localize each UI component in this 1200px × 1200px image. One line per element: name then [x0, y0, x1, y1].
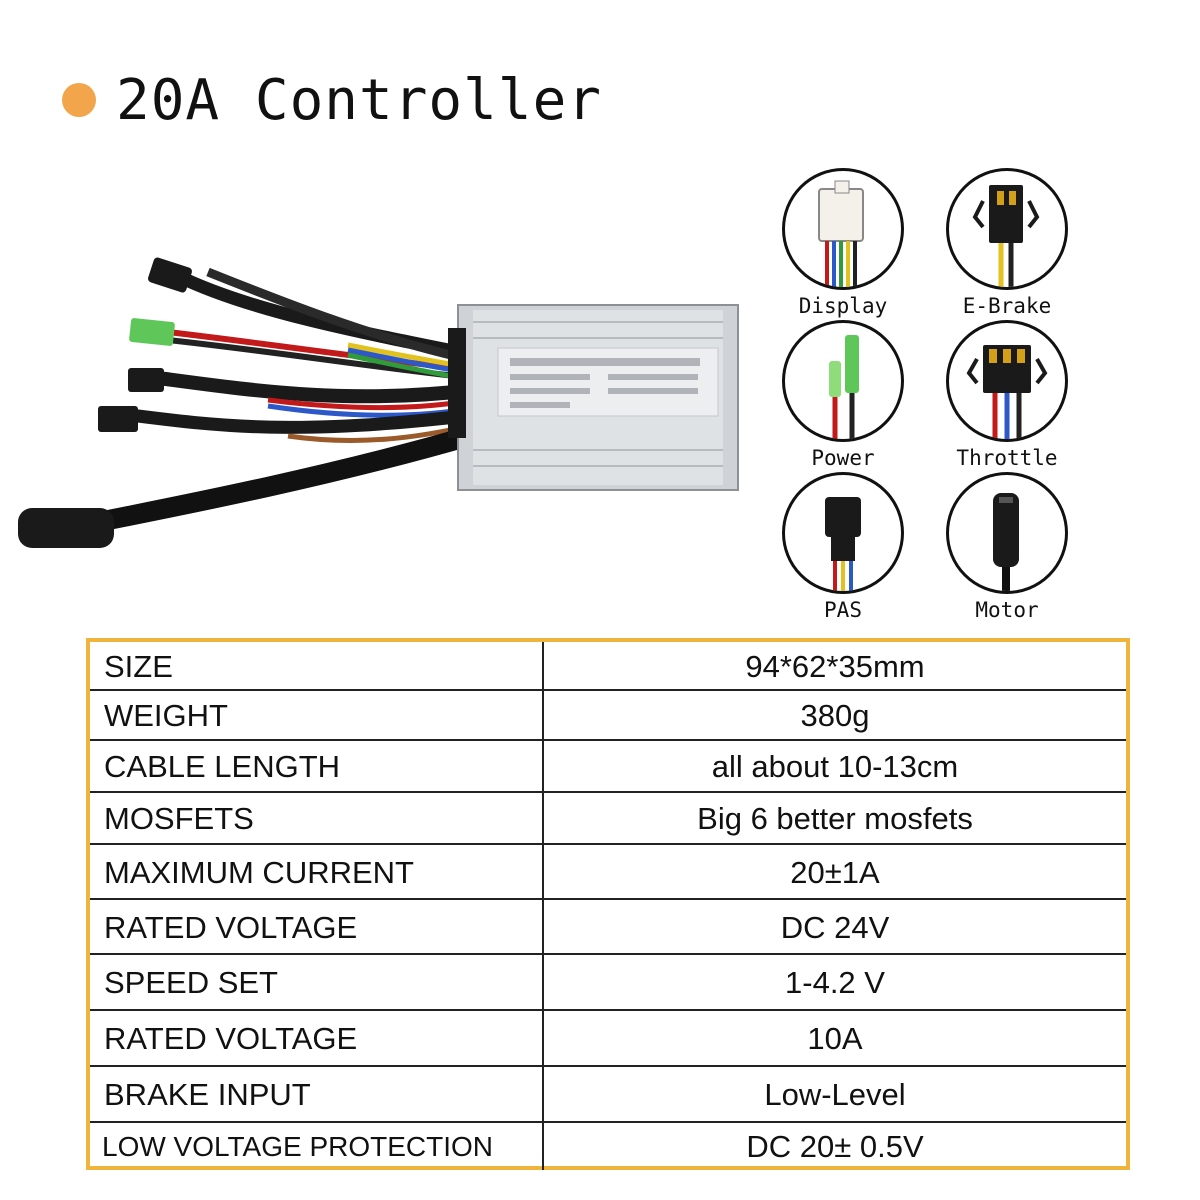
spec-value: all about 10-13cm — [711, 749, 959, 784]
table-row: BRAKE INPUT Low-Level — [90, 1067, 1126, 1123]
throttle-connector-icon — [946, 320, 1068, 442]
spec-table: SIZE 94*62*35mm WEIGHT 380g CABLE LENGTH… — [86, 638, 1130, 1170]
spec-label: RATED VOLTAGE — [90, 900, 544, 955]
spec-label: SIZE — [90, 642, 544, 691]
table-row: MOSFETS Big 6 better mosfets — [90, 793, 1126, 845]
connector-throttle: Throttle — [946, 320, 1068, 470]
connector-label: Power — [811, 446, 875, 470]
spec-label: BRAKE INPUT — [90, 1067, 544, 1123]
spec-value: Big 6 better mosfets — [697, 801, 973, 836]
connector-display: Display — [782, 168, 904, 318]
spec-label: WEIGHT — [90, 691, 544, 741]
power-connector-icon — [782, 320, 904, 442]
page-title: 20A Controller — [116, 67, 603, 133]
connector-label: PAS — [824, 598, 862, 622]
table-row: WEIGHT 380g — [90, 691, 1126, 741]
pas-connector-icon — [782, 472, 904, 594]
table-row: SIZE 94*62*35mm — [90, 642, 1126, 691]
spec-label: LOW VOLTAGE PROTECTION — [90, 1123, 544, 1170]
spec-value: 1-4.2 V — [785, 965, 885, 1000]
table-row: RATED VOLTAGE DC 24V — [90, 900, 1126, 955]
spec-value: 94*62*35mm — [745, 648, 925, 684]
connector-power: Power — [782, 320, 904, 470]
table-row: RATED VOLTAGE 10A — [90, 1011, 1126, 1067]
spec-label: SPEED SET — [90, 955, 544, 1011]
display-connector-icon — [782, 168, 904, 290]
controller-illustration — [18, 257, 739, 548]
connector-label: Throttle — [956, 446, 1058, 470]
spec-value: 380g — [800, 698, 870, 733]
title-row: 20A Controller — [62, 64, 602, 136]
spec-label: RATED VOLTAGE — [90, 1011, 544, 1067]
table-row: LOW VOLTAGE PROTECTION DC 20± 0.5V — [90, 1123, 1126, 1170]
connector-label: Motor — [975, 598, 1039, 622]
spec-value: DC 24V — [780, 909, 890, 945]
connector-pas: PAS — [782, 472, 904, 622]
controller-image — [18, 250, 768, 570]
table-row: SPEED SET 1-4.2 V — [90, 955, 1126, 1011]
spec-value: 20±1A — [790, 854, 880, 890]
connector-ebrake: E-Brake — [946, 168, 1068, 318]
table-row: MAXIMUM CURRENT 20±1A — [90, 845, 1126, 900]
spec-value: 10A — [807, 1021, 863, 1056]
spec-label: MOSFETS — [90, 793, 544, 845]
bullet-dot-icon — [62, 83, 96, 117]
motor-connector-icon — [946, 472, 1068, 594]
spec-value: DC 20± 0.5V — [746, 1128, 924, 1164]
connector-label: E-Brake — [962, 294, 1052, 318]
spec-label: MAXIMUM CURRENT — [90, 845, 544, 900]
connector-label: Display — [798, 294, 888, 318]
ebrake-connector-icon — [946, 168, 1068, 290]
table-row: CABLE LENGTH all about 10-13cm — [90, 741, 1126, 793]
spec-value: Low-Level — [764, 1077, 906, 1112]
connector-motor: Motor — [946, 472, 1068, 622]
spec-label: CABLE LENGTH — [90, 741, 544, 793]
